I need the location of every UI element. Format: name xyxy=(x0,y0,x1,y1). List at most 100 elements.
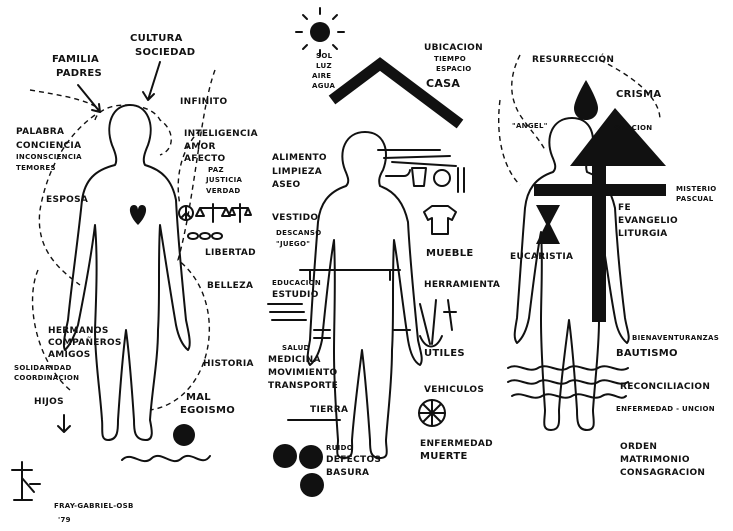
hourglass-icon xyxy=(536,205,560,244)
defectos-ball-icon xyxy=(299,445,323,469)
monogram-icon xyxy=(12,462,40,500)
roof-icon xyxy=(332,64,460,124)
right-figure: RESURRECCIÓN CRISMA "ANGEL" ORACION MIST… xyxy=(499,53,719,478)
label-medicina: MEDICINA xyxy=(268,355,321,365)
wheel-spokes xyxy=(419,400,445,426)
cup-icon xyxy=(412,168,426,186)
label-crisma: CRISMA xyxy=(616,89,661,100)
label-mueble: MUEBLE xyxy=(426,248,474,259)
label-justicia: JUSTICIA xyxy=(205,176,243,184)
label-afecto: AFECTO xyxy=(184,154,226,164)
cultura-arrow xyxy=(143,62,160,100)
label-solidaridad: SOLIDARIDAD xyxy=(14,364,72,372)
label-sociedad: SOCIEDAD xyxy=(135,47,195,58)
label-misterio: MISTERIO xyxy=(676,185,717,193)
label-aseo: ASEO xyxy=(272,180,300,190)
pipe-icon xyxy=(386,170,410,176)
plate-icon xyxy=(434,170,450,186)
label-descanso: DESCANSO xyxy=(276,229,321,237)
shirt-icon xyxy=(424,206,456,234)
label-casa: CASA xyxy=(426,77,460,90)
pencils-icon xyxy=(268,304,306,320)
sun-icon xyxy=(310,22,330,42)
label-cultura: CULTURA xyxy=(130,33,183,44)
label-juego: "JUEGO" xyxy=(276,240,310,248)
label-companeros: COMPAÑEROS xyxy=(48,337,122,348)
label-limpieza: LIMPIEZA xyxy=(272,167,322,177)
middle-figure: SOL LUZ AIRE AGUA UBICACION TIEMPO ESPAC… xyxy=(268,8,500,497)
label-enfermedad-uncion: ENFERMEDAD - UNCION xyxy=(616,405,715,413)
label-transporte: TRANSPORTE xyxy=(268,381,338,391)
label-matrimonio: MATRIMONIO xyxy=(620,455,690,465)
basura-ball-icon xyxy=(300,473,324,497)
drop-icon xyxy=(574,80,598,120)
label-movimiento: MOVIMIENTO xyxy=(268,368,338,378)
label-paz: PAZ xyxy=(208,166,224,174)
hijos-arrow xyxy=(58,415,70,432)
label-enfermedad: ENFERMEDAD xyxy=(420,439,493,449)
label-evangelio: EVANGELIO xyxy=(618,216,678,226)
label-esposa: ESPOSA xyxy=(46,195,88,205)
label-padres: PADRES xyxy=(56,68,102,79)
signature: FRAY-GABRIEL-OSB '79 xyxy=(12,462,134,524)
label-angel: "ANGEL" xyxy=(512,122,548,130)
label-aire: AIRE xyxy=(312,72,331,80)
label-estudio: ESTUDIO xyxy=(272,290,319,300)
left-aura-head xyxy=(95,105,171,155)
label-salud: SALUD xyxy=(282,344,310,352)
familia-arrow xyxy=(78,85,100,112)
label-pascual: PASCUAL xyxy=(676,195,714,203)
left-figure: CULTURA SOCIEDAD FAMILIA PADRES INFINITO… xyxy=(14,33,258,461)
label-verdad: VERDAD xyxy=(206,187,240,195)
label-educacion: EDUCACION xyxy=(272,279,321,287)
label-tierra: TIERRA xyxy=(310,405,348,415)
label-fe: FE xyxy=(618,203,631,213)
label-mal: MAL xyxy=(186,392,211,403)
water-waves-icon xyxy=(508,366,628,397)
heart-icon xyxy=(130,205,146,225)
snake-icon xyxy=(122,456,210,461)
signature-name: FRAY-GABRIEL-OSB xyxy=(54,502,134,510)
ruido-ball-icon xyxy=(273,444,297,468)
label-espacio: ESPACIO xyxy=(436,65,472,73)
label-utiles: UTILES xyxy=(424,348,465,359)
label-oracion: ORACION xyxy=(614,124,652,132)
label-alimento: ALIMENTO xyxy=(272,153,327,163)
label-muerte: MUERTE xyxy=(420,451,468,462)
left-body-outline xyxy=(64,105,190,440)
fork-icon xyxy=(458,168,464,192)
cross-vertical xyxy=(592,150,606,322)
label-conciencia: CONCIENCIA xyxy=(16,141,81,151)
label-inconsciencia: INCONSCIENCIA xyxy=(16,153,82,161)
mal-ball-icon xyxy=(173,424,195,446)
food-lines xyxy=(378,150,456,166)
label-eucaristia: EUCARISTIA xyxy=(510,252,573,262)
tools-icon xyxy=(420,300,456,347)
label-bienaventuranzas: BIENAVENTURANZAS xyxy=(632,334,719,342)
label-belleza: BELLEZA xyxy=(207,281,253,291)
label-bautismo: BAUTISMO xyxy=(616,348,678,359)
label-sol: SOL xyxy=(316,52,333,60)
label-amigos: AMIGOS xyxy=(48,350,91,360)
label-palabra: PALABRA xyxy=(16,127,64,137)
label-hijos: HIJOS xyxy=(34,397,64,407)
label-egoismo: EGOISMO xyxy=(180,405,235,416)
label-defectos: DEFECTOS xyxy=(326,455,381,465)
label-infinito: INFINITO xyxy=(180,97,227,107)
label-ubicacion: UBICACION xyxy=(424,43,483,53)
label-ruido: RUIDO xyxy=(326,444,353,452)
label-agua: AGUA xyxy=(312,82,336,90)
label-vehiculos: VEHICULOS xyxy=(424,385,484,395)
label-temores: TEMORES xyxy=(16,164,56,172)
label-hermanos: HERMANOS xyxy=(48,326,109,336)
label-resurreccion: RESURRECCIÓN xyxy=(532,53,614,65)
label-vestido: VESTIDO xyxy=(272,213,318,223)
scale-icon-2 xyxy=(229,204,251,222)
scale-icon xyxy=(196,204,230,222)
label-reconciliacion: RECONCILIACION xyxy=(620,382,710,392)
label-herramienta: HERRAMIENTA xyxy=(424,280,500,290)
label-coordinacion: COORDINACION xyxy=(14,374,79,382)
label-inteligencia: INTELIGENCIA xyxy=(184,129,258,139)
label-tiempo: TIEMPO xyxy=(434,55,466,63)
